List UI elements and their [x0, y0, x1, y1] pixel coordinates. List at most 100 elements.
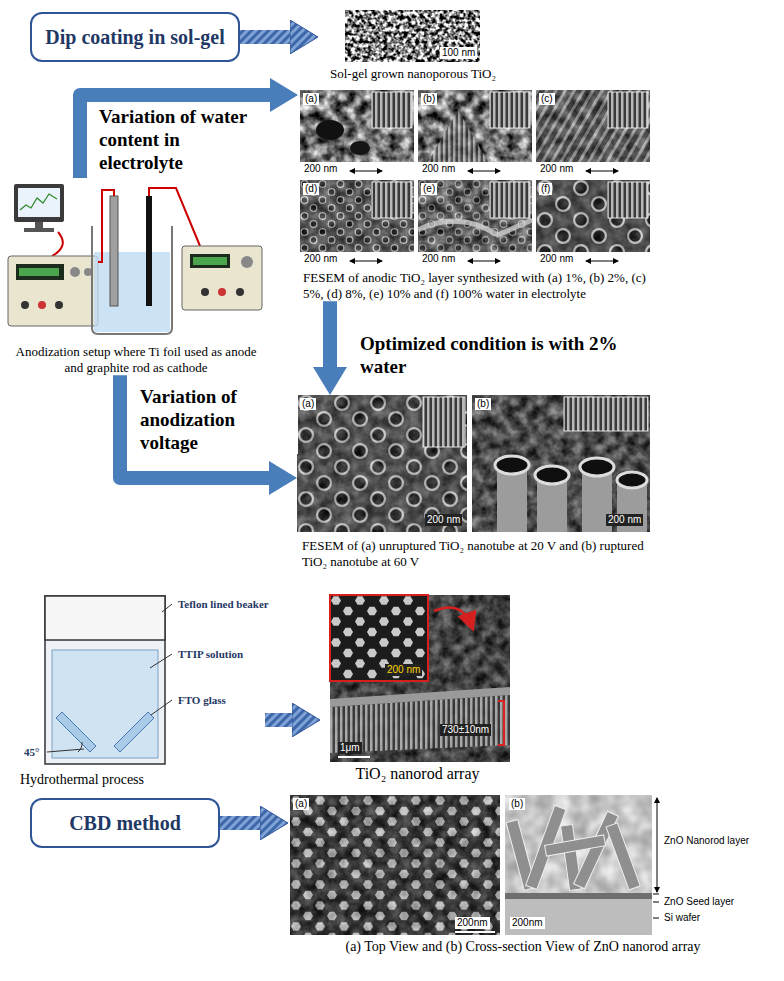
hydrothermal-drawing — [45, 596, 165, 640]
panel-letter: (a) — [300, 398, 316, 410]
hydrothermal-drawing — [78, 742, 82, 752]
anodization-setup-drawing — [55, 301, 63, 309]
panel-letter: (d) — [303, 183, 319, 195]
anodization-setup-drawing — [94, 252, 170, 332]
zno-sem-images — [505, 795, 652, 935]
sem-grid-images — [300, 180, 414, 252]
hydrothermal-drawing — [52, 650, 158, 758]
sem-grid-images — [350, 141, 370, 155]
zno-sem-images — [505, 795, 652, 935]
sem-grid-images — [536, 90, 650, 162]
zno-sem-images — [653, 894, 659, 895]
scale-label: 1μm — [338, 742, 362, 754]
nanorod-sem-image — [330, 687, 510, 707]
anodization-setup-drawing — [52, 232, 63, 256]
scale-label: 200 nm — [302, 163, 339, 175]
part-label: Teflon lined beaker — [176, 598, 271, 611]
zno-sem-images — [505, 795, 652, 935]
scale-label: 100 nm — [440, 47, 477, 59]
figure-caption: TiO₂ nanorod array — [320, 764, 515, 783]
zno-sem-images — [505, 893, 652, 899]
sem-grid-images — [586, 261, 618, 262]
anodization-setup-drawing — [20, 194, 57, 210]
anodization-setup-drawing — [149, 188, 200, 246]
anodization-setup-drawing — [84, 268, 92, 276]
sem-image: (a) Top View and (b) Cross-section View … — [288, 793, 758, 956]
hydrothermal-drawing — [162, 604, 172, 612]
sem-grid-images — [418, 180, 532, 252]
figure-caption: FESEM of anodic TiO₂ layer synthesized w… — [298, 270, 655, 301]
anodization-setup-drawing — [92, 226, 172, 334]
zno-sem-images — [653, 918, 659, 919]
sem-grid-images — [372, 182, 412, 218]
sem-grid-images — [428, 110, 488, 162]
sem-grid-images — [418, 90, 532, 162]
sem-grid-images — [418, 180, 532, 252]
anodization-setup-drawing — [18, 188, 60, 217]
dimension-label: 730±10nm — [440, 724, 491, 736]
method-box: Dip coating in sol-gel — [30, 12, 240, 62]
sem-grid-images — [350, 261, 382, 262]
scale-label: 200 nm — [420, 163, 457, 175]
voltage-sem-images — [495, 456, 529, 474]
scale-label: 200 nm — [538, 163, 575, 175]
panel-letter: (b) — [475, 398, 491, 410]
edge-label: Variation of water content in electrolyt… — [97, 106, 269, 174]
sem-grid-images — [300, 90, 414, 162]
voltage-sem-images — [617, 472, 647, 488]
sem-grid: FESEM of anodic TiO₂ layer synthesized w… — [298, 88, 655, 301]
figure-caption: Sol-gel grown nanoporous TiO₂ — [318, 66, 508, 82]
anodization-setup-drawing — [70, 267, 80, 277]
sem-grid-images — [418, 220, 532, 235]
voltage-sem-images — [535, 466, 569, 484]
scale-label: 200 nm — [606, 514, 643, 526]
figure-caption: FESEM of (a) unruptured TiO₂ nanotube at… — [297, 538, 652, 569]
anodization-setup-drawing — [98, 190, 114, 262]
method-box: CBD method — [30, 798, 220, 848]
anodization-setup-drawing — [19, 268, 59, 276]
hydrothermal-setup: Hydrothermal process — [15, 590, 265, 789]
sem-image: FESEM of (a) unruptured TiO₂ nanotube at… — [297, 395, 652, 569]
scale-label: 200 nm — [385, 664, 422, 676]
figure-caption: Hydrothermal process — [15, 772, 265, 789]
anodization-setup-drawing — [24, 228, 54, 232]
zno-sem-images — [290, 795, 500, 935]
anodization-setup: Anodization setup where Ti foil used as … — [5, 178, 267, 375]
sem-grid-images — [418, 180, 532, 252]
sem-grid-images — [418, 90, 532, 162]
hydrothermal-drawing — [47, 604, 172, 752]
sem-grid-images — [372, 92, 412, 128]
part-label: FTO glass — [176, 694, 228, 707]
zno-sem-images — [290, 795, 659, 935]
panel-letter: (b) — [421, 93, 437, 105]
anodization-setup-drawing — [8, 256, 98, 326]
nanorod-sem-image — [434, 607, 472, 627]
sem-grid-images — [350, 171, 618, 261]
anodization-setup-drawing — [16, 264, 64, 280]
zno-sem-images — [455, 931, 495, 933]
sem-grid-images — [608, 182, 648, 218]
voltage-sem-images — [297, 395, 467, 532]
nanorod-sem-image — [338, 756, 370, 758]
zno-sem-images — [653, 798, 659, 918]
zno-sem-images — [290, 795, 500, 935]
nanorod-sem-image — [330, 595, 428, 681]
method-label: CBD method — [69, 812, 181, 835]
sem-image: TiO₂ nanorod array — [320, 592, 515, 783]
edge-label: Variation of anodization voltage — [138, 386, 298, 454]
method-label: Dip coating in sol-gel — [45, 26, 224, 49]
nanorod-sem-image — [330, 595, 510, 762]
angle-label: 45° — [22, 746, 41, 759]
panel-letter: (b) — [509, 798, 525, 810]
sem-grid-images — [536, 90, 650, 162]
anodization-setup-drawing — [21, 301, 29, 309]
nanorod-sem-image — [330, 595, 510, 762]
sem-grid-images — [490, 92, 530, 128]
sol-gel-sem — [345, 10, 480, 62]
anodization-setup-drawing — [146, 196, 152, 306]
process-arrow — [80, 95, 280, 178]
voltage-sem-images — [297, 395, 650, 532]
voltage-sem-images — [580, 458, 614, 476]
nanorod-sem-image — [330, 595, 510, 762]
anodization-setup-drawing — [110, 196, 118, 306]
